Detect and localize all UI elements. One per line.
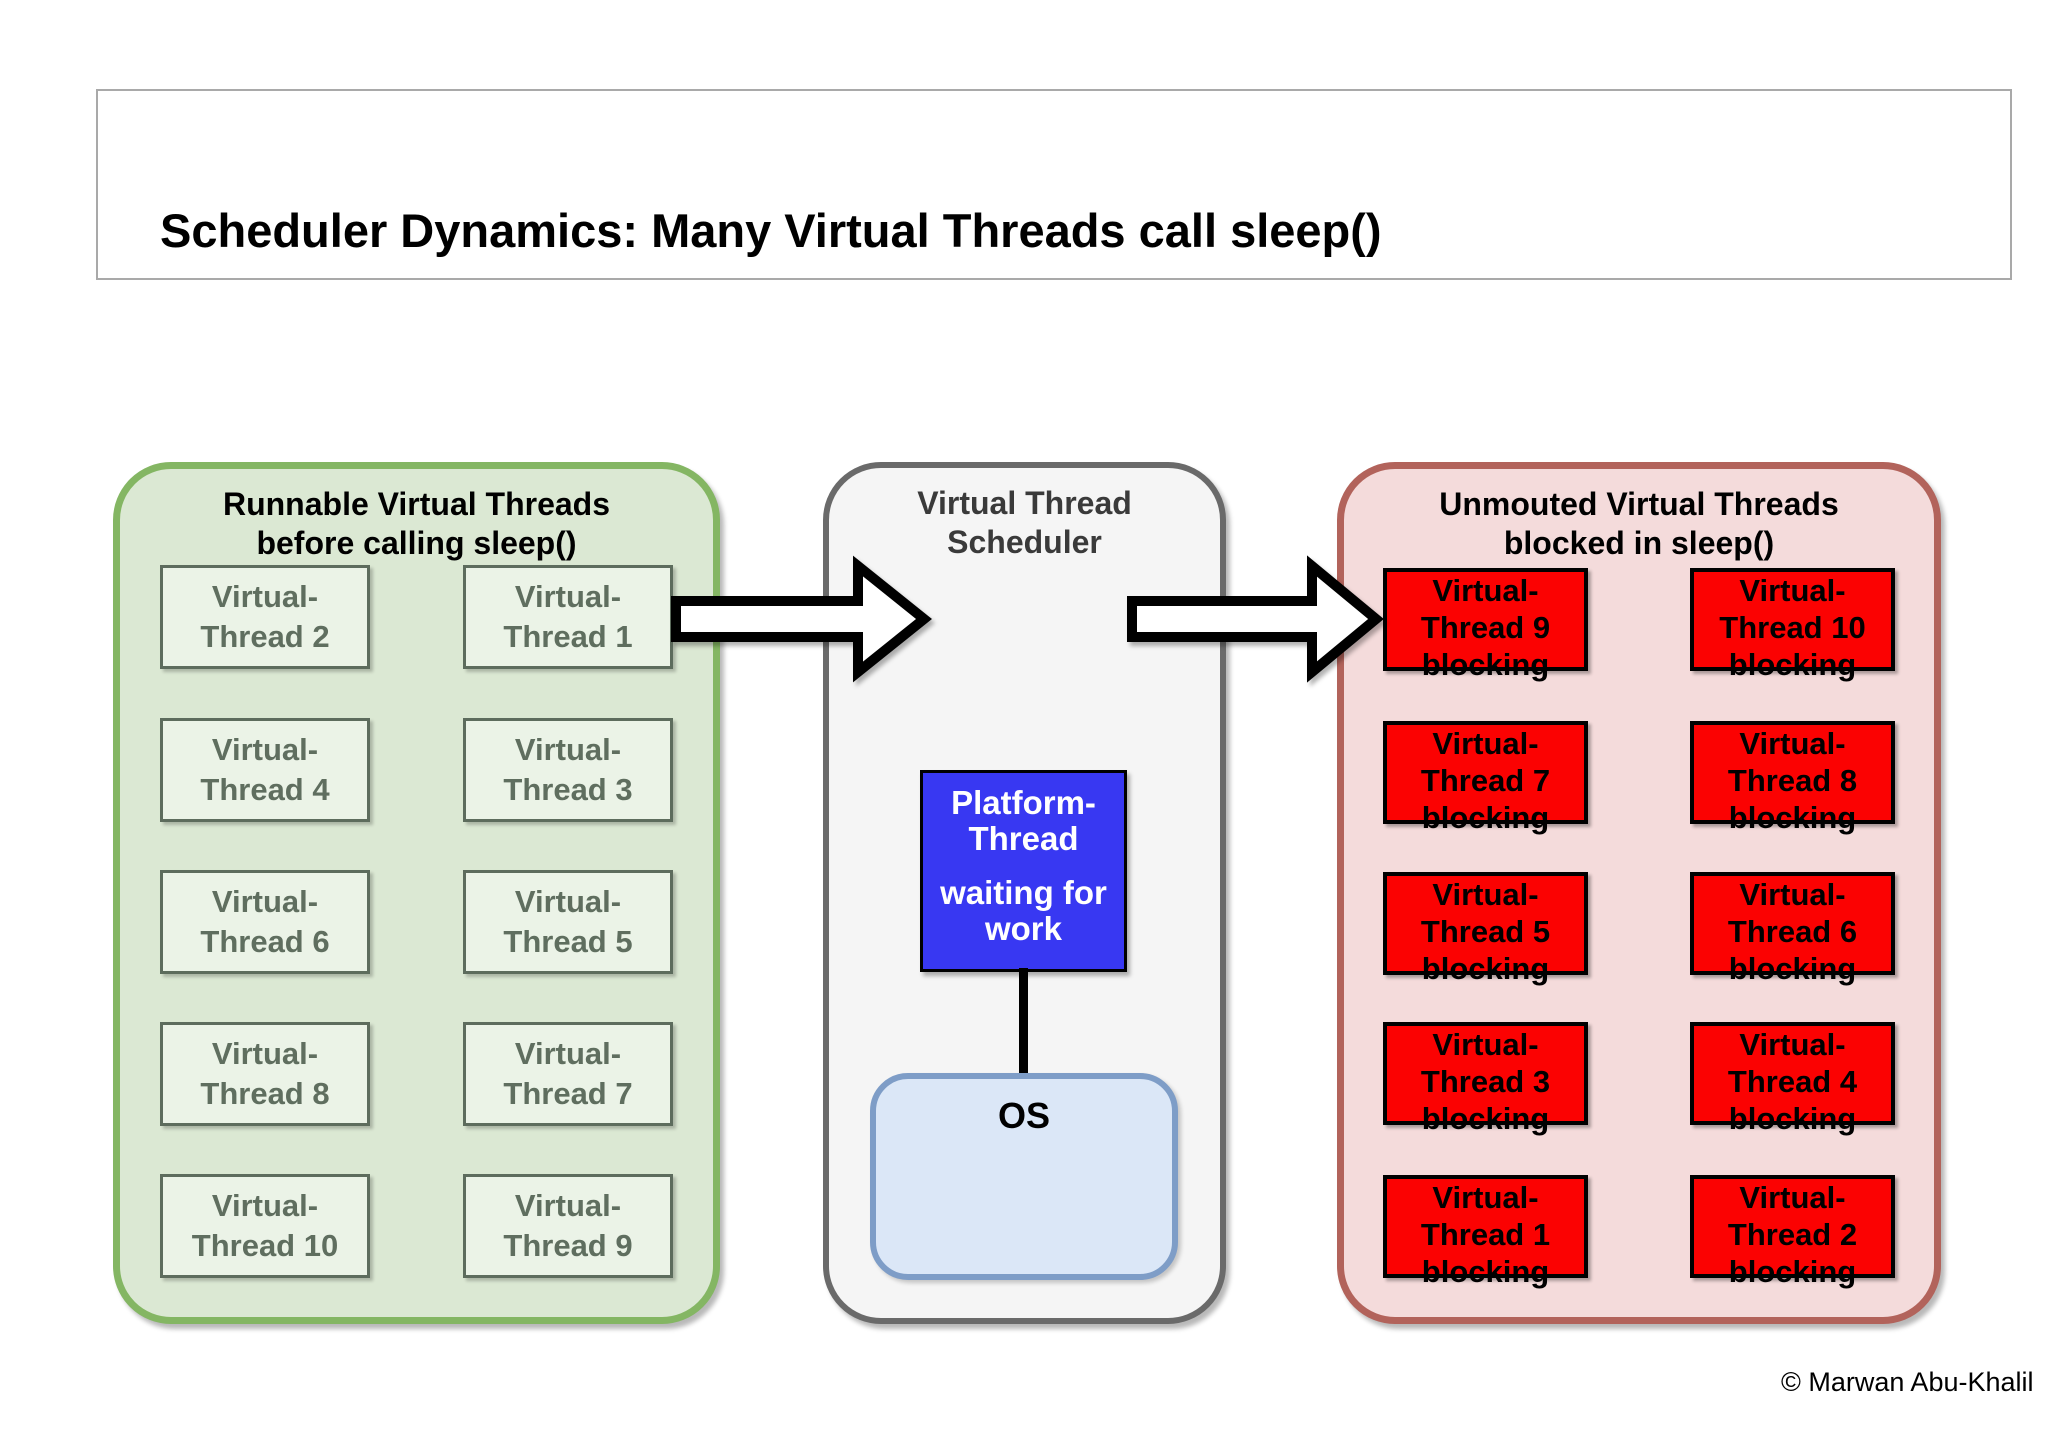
thread-label-line: Thread 1 bbox=[1420, 1217, 1551, 1252]
thread-label-line: Thread 10 bbox=[191, 1228, 339, 1263]
runnable-thread-box-8: Virtual- Thread 8 bbox=[160, 1022, 370, 1126]
blocked-thread-box-3: Virtual- Thread 3 blocking bbox=[1383, 1022, 1588, 1136]
thread-label-line: blocking bbox=[1421, 1101, 1550, 1136]
thread-label-line: Virtual- bbox=[514, 1188, 622, 1223]
runnable-thread-box-4: Virtual- Thread 4 bbox=[160, 718, 370, 822]
thread-label-line: Virtual- bbox=[514, 884, 622, 919]
thread-label-line: Virtual- bbox=[514, 1036, 622, 1071]
blocked-thread-box-2: Virtual- Thread 2 blocking bbox=[1690, 1175, 1895, 1289]
thread-label-line: Virtual- bbox=[1739, 1027, 1846, 1062]
runnable-thread-box-10: Virtual- Thread 10 bbox=[160, 1174, 370, 1278]
flow-arrow-runnable-to-scheduler-icon bbox=[671, 555, 932, 683]
thread-label-line: Thread 7 bbox=[1420, 763, 1551, 798]
blocked-panel-title-line1: Unmouted Virtual Threads bbox=[1439, 486, 1839, 522]
platform-thread-line: Thread bbox=[968, 820, 1079, 857]
thread-label-line: Virtual- bbox=[1739, 1180, 1846, 1215]
thread-label-line: Virtual- bbox=[211, 579, 319, 614]
thread-label-line: Virtual- bbox=[514, 732, 622, 767]
thread-label-line: Thread 2 bbox=[200, 619, 330, 654]
runnable-thread-box-9: Virtual- Thread 9 bbox=[463, 1174, 673, 1278]
blocked-thread-box-4: Virtual- Thread 4 blocking bbox=[1690, 1022, 1895, 1136]
thread-label-line: Virtual- bbox=[1432, 1180, 1539, 1215]
blocked-thread-box-1: Virtual- Thread 1 blocking bbox=[1383, 1175, 1588, 1289]
thread-label-line: Thread 7 bbox=[503, 1076, 633, 1111]
runnable-thread-box-5: Virtual- Thread 5 bbox=[463, 870, 673, 974]
thread-label-line: blocking bbox=[1421, 951, 1550, 986]
thread-label-line: Thread 4 bbox=[200, 772, 330, 807]
blocked-thread-box-7: Virtual- Thread 7 blocking bbox=[1383, 721, 1588, 835]
runnable-panel-title: Runnable Virtual Threads before calling … bbox=[120, 469, 713, 563]
slide-title-box: Scheduler Dynamics: Many Virtual Threads… bbox=[96, 89, 2012, 280]
blocked-thread-box-10: Virtual- Thread 10 blocking bbox=[1690, 568, 1895, 682]
runnable-thread-box-2: Virtual- Thread 2 bbox=[160, 565, 370, 669]
thread-label-line: Thread 3 bbox=[503, 772, 633, 807]
blocked-thread-box-9: Virtual- Thread 9 blocking bbox=[1383, 568, 1588, 682]
thread-label-line: Thread 6 bbox=[200, 924, 330, 959]
slide-title: Scheduler Dynamics: Many Virtual Threads… bbox=[160, 204, 1382, 257]
thread-label-line: blocking bbox=[1728, 1254, 1857, 1289]
thread-label-line: Thread 9 bbox=[1420, 610, 1551, 645]
platform-to-os-connector bbox=[1019, 968, 1028, 1076]
thread-label-line: blocking bbox=[1728, 800, 1857, 835]
runnable-thread-box-6: Virtual- Thread 6 bbox=[160, 870, 370, 974]
blocked-thread-box-8: Virtual- Thread 8 blocking bbox=[1690, 721, 1895, 835]
thread-label-line: blocking bbox=[1728, 647, 1857, 682]
thread-label-line: Virtual- bbox=[1739, 573, 1846, 608]
thread-label-line: blocking bbox=[1421, 800, 1550, 835]
thread-label-line: Thread 8 bbox=[200, 1076, 330, 1111]
scheduler-panel-title-line2: Scheduler bbox=[947, 524, 1102, 560]
thread-label-line: Virtual- bbox=[211, 1188, 319, 1223]
flow-arrow-scheduler-to-blocked-icon bbox=[1127, 555, 1384, 683]
thread-label-line: Thread 8 bbox=[1727, 763, 1858, 798]
thread-label-line: blocking bbox=[1728, 1101, 1857, 1136]
runnable-panel-title-line1: Runnable Virtual Threads bbox=[222, 486, 611, 522]
blocked-thread-box-6: Virtual- Thread 6 blocking bbox=[1690, 872, 1895, 986]
platform-thread-box: Platform- Thread waiting for work bbox=[920, 770, 1127, 972]
thread-label-line: Virtual- bbox=[1739, 726, 1846, 761]
runnable-thread-box-3: Virtual- Thread 3 bbox=[463, 718, 673, 822]
thread-label-line: Thread 10 bbox=[1719, 610, 1866, 645]
thread-label-line: Virtual- bbox=[1432, 573, 1539, 608]
scheduler-panel-title-line1: Virtual Thread bbox=[917, 485, 1132, 521]
thread-label-line: Thread 1 bbox=[503, 619, 633, 654]
thread-label-line: Thread 3 bbox=[1420, 1064, 1551, 1099]
platform-thread-line: work bbox=[984, 910, 1063, 947]
blocked-thread-box-5: Virtual- Thread 5 blocking bbox=[1383, 872, 1588, 986]
platform-thread-line: waiting for bbox=[940, 874, 1107, 911]
os-box: OS bbox=[870, 1073, 1178, 1280]
runnable-panel-title-line2: before calling sleep() bbox=[256, 525, 577, 561]
thread-label-line: Thread 5 bbox=[1420, 914, 1551, 949]
thread-label-line: blocking bbox=[1421, 1254, 1550, 1289]
thread-label-line: Thread 2 bbox=[1727, 1217, 1858, 1252]
thread-label-line: Virtual- bbox=[1432, 726, 1539, 761]
thread-label-line: Thread 6 bbox=[1727, 914, 1858, 949]
platform-thread-status: waiting for work bbox=[923, 875, 1124, 947]
thread-label-line: Virtual- bbox=[1432, 877, 1539, 912]
thread-label-line: Thread 5 bbox=[503, 924, 633, 959]
thread-label-line: blocking bbox=[1421, 647, 1550, 682]
thread-label-line: Virtual- bbox=[211, 884, 319, 919]
thread-label-line: Virtual- bbox=[1739, 877, 1846, 912]
blocked-panel-title: Unmouted Virtual Threads blocked in slee… bbox=[1344, 469, 1934, 563]
os-label: OS bbox=[997, 1095, 1050, 1136]
thread-label-line: Thread 9 bbox=[503, 1228, 633, 1263]
scheduler-panel-title: Virtual Thread Scheduler bbox=[829, 468, 1220, 562]
thread-label-line: Virtual- bbox=[1432, 1027, 1539, 1062]
thread-label-line: Virtual- bbox=[211, 1036, 319, 1071]
thread-label-line: Virtual- bbox=[514, 579, 622, 614]
thread-label-line: Virtual- bbox=[211, 732, 319, 767]
platform-thread-line: Platform- bbox=[951, 784, 1096, 821]
blocked-panel-title-line2: blocked in sleep() bbox=[1503, 525, 1775, 561]
thread-label-line: Thread 4 bbox=[1727, 1064, 1858, 1099]
thread-label-line: blocking bbox=[1728, 951, 1857, 986]
copyright-text: © Marwan Abu-Khalil bbox=[1781, 1367, 2034, 1397]
platform-thread-name: Platform- Thread bbox=[923, 785, 1124, 857]
runnable-thread-box-7: Virtual- Thread 7 bbox=[463, 1022, 673, 1126]
